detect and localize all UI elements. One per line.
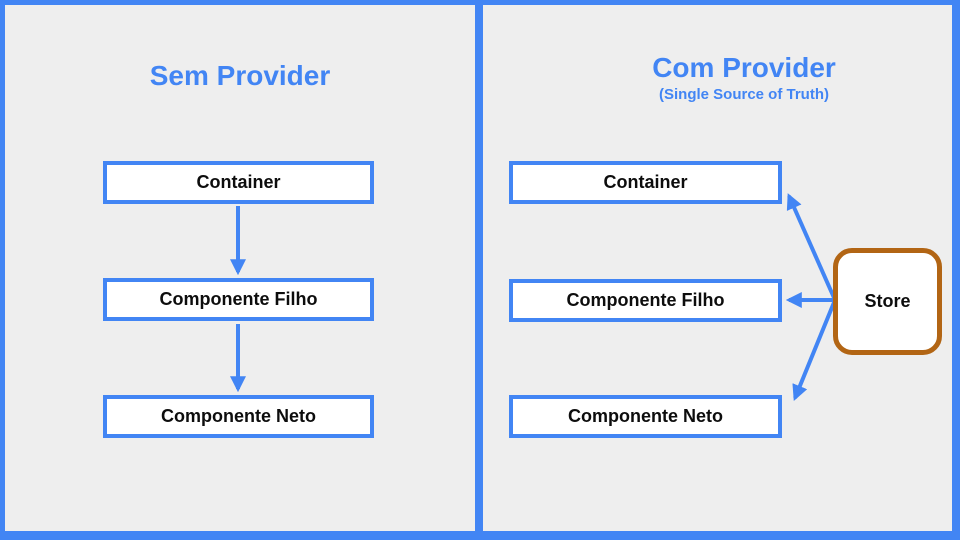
right-node-container-label: Container [603,172,688,192]
left-panel-title-text: Sem Provider [149,60,331,91]
store-node-label: Store [864,291,911,311]
left-node-componente-filho-label: Componente Filho [159,289,318,309]
right-node-componente-filho: Componente Filho [509,279,782,322]
left-panel-title: Sem Provider [90,61,390,91]
store-node: Store [833,248,942,355]
right-node-componente-neto-label: Componente Neto [568,406,723,426]
left-node-componente-neto: Componente Neto [103,395,374,438]
left-node-container: Container [103,161,374,204]
right-node-componente-neto: Componente Neto [509,395,782,438]
right-panel-title: Com Provider (Single Source of Truth) [594,52,894,104]
left-node-componente-neto-label: Componente Neto [161,406,316,426]
left-node-componente-filho: Componente Filho [103,278,374,321]
right-node-container: Container [509,161,782,204]
left-node-container-label: Container [196,172,281,192]
right-node-componente-filho-label: Componente Filho [566,290,725,310]
right-panel-subtitle: (Single Source of Truth) [658,86,829,103]
right-panel-title-text: Com Provider [652,52,836,83]
